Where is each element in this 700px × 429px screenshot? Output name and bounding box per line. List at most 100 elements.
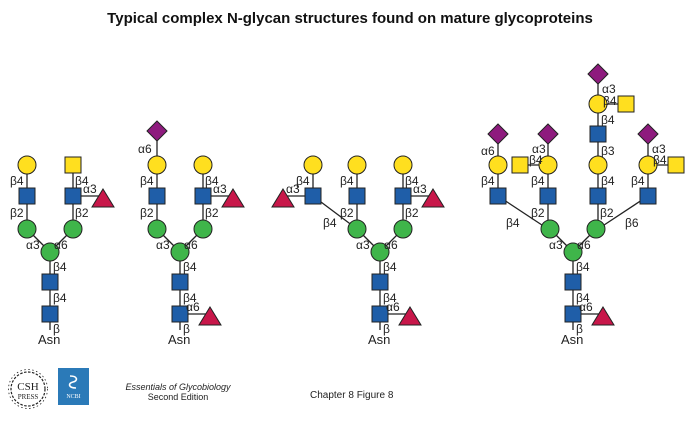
mannose-circle	[17, 219, 37, 239]
linkage-label: β4	[383, 291, 397, 305]
galnac-square	[667, 156, 685, 174]
mannose-circle	[563, 242, 583, 262]
linkage-label: β4	[576, 260, 590, 274]
glcnac-square	[639, 187, 657, 205]
linkage-label: α3	[413, 182, 427, 196]
linkage-label: β4	[10, 174, 24, 188]
fucose-triangle	[271, 188, 295, 208]
linkage-label: α3	[602, 82, 616, 96]
mannose-circle	[40, 242, 60, 262]
fucose-triangle	[198, 306, 222, 326]
cshl-logo-text: CSH	[17, 381, 38, 393]
galactose-circle	[588, 155, 608, 175]
linkage-label: α3	[549, 238, 563, 252]
linkage-label: β4	[183, 291, 197, 305]
galactose-circle	[488, 155, 508, 175]
galactose-circle	[17, 155, 37, 175]
mannose-circle	[170, 242, 190, 262]
mannose-circle	[370, 242, 390, 262]
glcnac-square	[371, 305, 389, 323]
glcnac-square	[171, 273, 189, 291]
glcnac-square	[589, 125, 607, 143]
linkage-label: β4	[529, 153, 543, 167]
linkage-label: β2	[340, 206, 354, 220]
linkage-label: β4	[601, 113, 615, 127]
linkage-label: β4	[140, 174, 154, 188]
glcnac-square	[304, 187, 322, 205]
fucose-triangle	[91, 188, 115, 208]
linkage-label: β4	[340, 174, 354, 188]
glcnac-square	[394, 187, 412, 205]
linkage-label: β4	[296, 174, 310, 188]
linkage-label: β4	[383, 260, 397, 274]
linkage-label: β4	[75, 174, 89, 188]
linkage-label: β	[183, 322, 190, 336]
glcnac-square	[171, 305, 189, 323]
linkage-label: β4	[183, 260, 197, 274]
linkage-label: α6	[384, 238, 398, 252]
galnac-square	[617, 95, 635, 113]
linkage-label: β4	[506, 216, 520, 230]
linkage-label: α3	[26, 238, 40, 252]
glcnac-square	[539, 187, 557, 205]
linkage-label: β4	[481, 174, 495, 188]
linkage-label: α3	[532, 142, 546, 156]
linkage-label: β4	[531, 174, 545, 188]
linkage-label: β4	[405, 174, 419, 188]
fucose-triangle	[221, 188, 245, 208]
sialic-acid-diamond	[487, 123, 509, 145]
asn-label: Asn	[561, 332, 583, 347]
linkage-label: α6	[138, 142, 152, 156]
galnac-square	[64, 156, 82, 174]
linkage-label: α6	[54, 238, 68, 252]
sialic-acid-diamond	[146, 120, 168, 142]
mannose-circle	[540, 219, 560, 239]
linkage-label: β4	[205, 174, 219, 188]
figure-title: Typical complex N-glycan structures foun…	[107, 10, 593, 27]
linkage-label: β	[576, 322, 583, 336]
linkage-label: α3	[652, 142, 666, 156]
book-credit: Essentials of Glycobiology Second Editio…	[118, 382, 238, 402]
mannose-circle	[393, 219, 413, 239]
mannose-circle	[586, 219, 606, 239]
asn-label: Asn	[168, 332, 190, 347]
galactose-circle	[193, 155, 213, 175]
galactose-circle	[588, 94, 608, 114]
linkage-label: β	[383, 322, 390, 336]
ncbi-logo: NCBI	[58, 368, 89, 405]
sialic-acid-diamond	[637, 123, 659, 145]
fucose-triangle	[591, 306, 615, 326]
galactose-circle	[638, 155, 658, 175]
linkage-label: β4	[53, 291, 67, 305]
linkage-label: β6	[625, 216, 639, 230]
mannose-circle	[347, 219, 367, 239]
linkage-label: β	[53, 322, 60, 336]
galactose-circle	[538, 155, 558, 175]
glcnac-square	[64, 187, 82, 205]
glcnac-square	[41, 305, 59, 323]
glcnac-square	[489, 187, 507, 205]
asn-label: Asn	[368, 332, 390, 347]
mannose-circle	[147, 219, 167, 239]
linkage-label: α3	[83, 182, 97, 196]
linkage-label: α3	[213, 182, 227, 196]
svg-text:PRESS: PRESS	[18, 393, 39, 401]
glcnac-square	[18, 187, 36, 205]
linkage-label: β2	[75, 206, 89, 220]
mannose-circle	[63, 219, 83, 239]
galnac-square	[511, 156, 529, 174]
linkage-label: β2	[10, 206, 24, 220]
asn-label: Asn	[38, 332, 60, 347]
linkage-label: β4	[323, 216, 337, 230]
fucose-triangle	[398, 306, 422, 326]
glcnac-square	[194, 187, 212, 205]
linkage-label: β2	[140, 206, 154, 220]
linkage-label: β4	[603, 94, 617, 108]
ncbi-logo-text: NCBI	[66, 394, 81, 400]
galactose-circle	[347, 155, 367, 175]
linkage-label: β2	[531, 206, 545, 220]
linkage-label: β2	[405, 206, 419, 220]
figure-reference: Chapter 8 Figure 8	[310, 390, 394, 401]
galactose-circle	[303, 155, 323, 175]
